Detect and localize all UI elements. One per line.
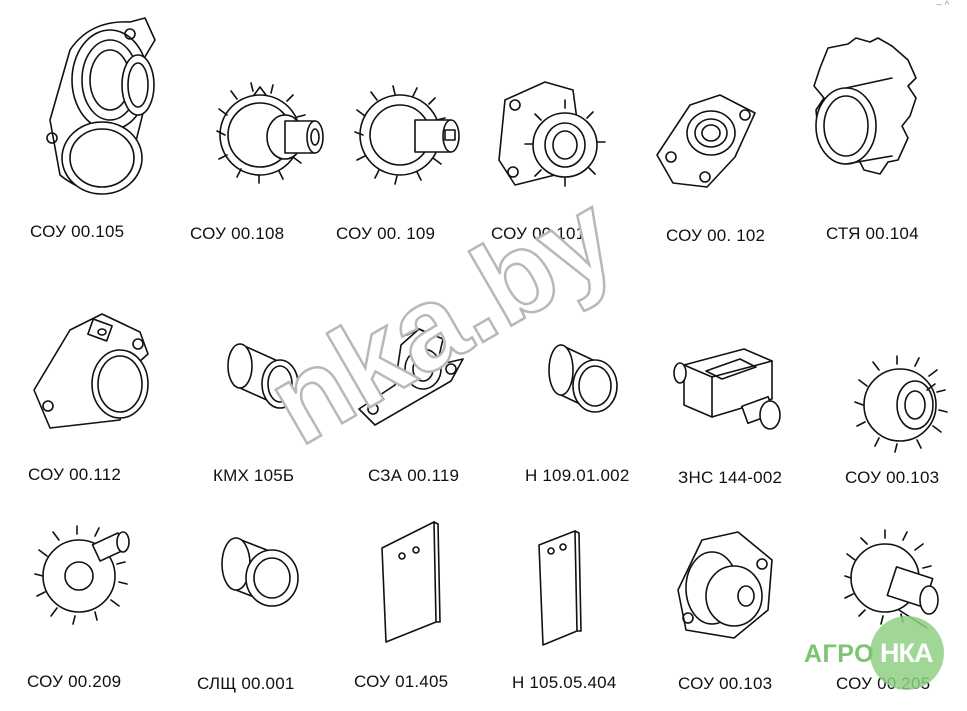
part-illustration <box>34 520 135 635</box>
logo-circle <box>870 616 944 690</box>
part-illustration <box>672 345 782 445</box>
logo-text-right: НКА <box>880 638 933 668</box>
part-label: СОУ 01.405 <box>354 672 449 691</box>
plate-icon <box>538 530 582 646</box>
part-label: СОУ 00.112 <box>28 465 122 484</box>
part-label: СЛЩ 00.001 <box>197 674 295 693</box>
part-label: СОУ 00.103 <box>845 468 940 487</box>
part-label: СТЯ 00.104 <box>826 224 919 243</box>
part-label: СОУ 00.209 <box>27 672 122 691</box>
part-label: СОУ 00.105 <box>30 222 125 241</box>
part-illustration <box>545 335 625 425</box>
part-label: СОУ 00.101 <box>491 224 586 243</box>
part-label: СОУ 00.103 <box>678 674 773 693</box>
flange-bearing-icon <box>656 94 756 188</box>
flange-sprocket-icon <box>498 81 606 187</box>
part-label: Н 105.05.404 <box>512 673 617 692</box>
flange-cap-icon <box>677 531 773 639</box>
gear-shaft-icon <box>354 85 460 185</box>
corner-mark: ~ ^ <box>936 0 950 11</box>
logo-text-left: АГРО <box>804 640 875 668</box>
part-illustration <box>30 310 160 445</box>
part-label: СЗА 00.119 <box>368 466 460 485</box>
agronka-logo: АГРО НКА <box>800 610 960 700</box>
part-illustration <box>535 527 595 657</box>
part-label: ЗНС 144-002 <box>678 468 783 487</box>
part-illustration <box>672 530 782 650</box>
part-label: Н 109.01.002 <box>525 466 630 485</box>
bushing-icon <box>227 343 299 409</box>
part-label: СОУ 00.108 <box>190 224 285 243</box>
part-illustration <box>354 80 465 195</box>
part-label: СОУ 00. 102 <box>666 226 766 245</box>
square-block-icon <box>673 348 781 430</box>
part-illustration <box>355 325 475 430</box>
bushing-icon <box>221 537 299 607</box>
part-label: СОУ 00. 109 <box>336 224 436 243</box>
part-illustration <box>495 80 606 200</box>
sprocket-hub-icon <box>813 37 917 175</box>
part-illustration <box>854 350 950 465</box>
part-illustration <box>30 10 170 215</box>
part-illustration <box>222 340 312 425</box>
part-illustration <box>220 528 310 618</box>
bracket-clamp-icon <box>358 328 464 426</box>
part-illustration <box>378 518 448 653</box>
gear-icon <box>34 525 130 625</box>
part-illustration <box>808 37 923 183</box>
flange-housing-icon <box>33 313 149 429</box>
bearing-housing-icon <box>46 17 156 195</box>
part-label: КМХ 105Б <box>213 466 295 485</box>
gear-hub-icon <box>854 355 948 453</box>
part-illustration <box>215 75 325 200</box>
bushing-icon <box>548 344 618 413</box>
plate-icon <box>381 521 441 643</box>
part-illustration <box>655 94 765 200</box>
gear-shaft-icon <box>216 82 324 184</box>
